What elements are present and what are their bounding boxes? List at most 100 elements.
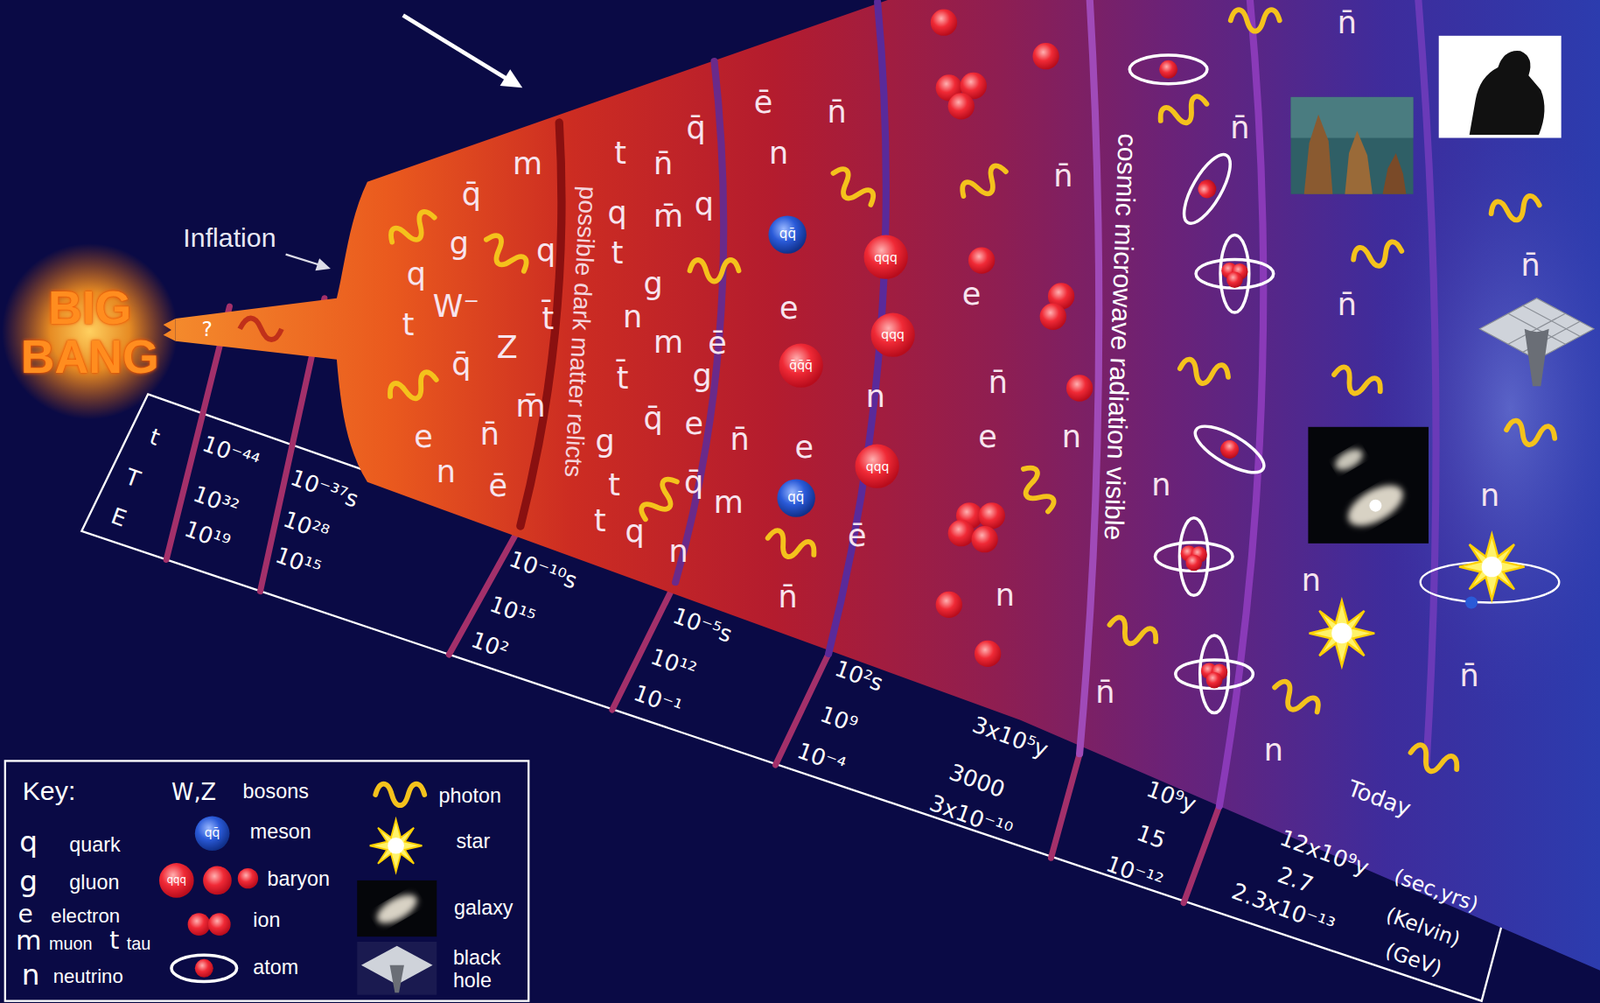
legend-label: galaxy <box>454 896 513 920</box>
photon <box>1269 677 1323 721</box>
planet <box>1465 596 1478 609</box>
particle-symbol: e <box>962 277 982 312</box>
particle-symbol: n <box>768 136 789 171</box>
legend-label: ion <box>252 908 280 932</box>
particle-symbol: t <box>614 136 627 171</box>
photon <box>1330 364 1384 402</box>
particle-symbol: e <box>684 406 704 441</box>
blue-glow <box>1367 102 1600 715</box>
nucleus <box>948 519 975 546</box>
sample-text: qq̄ <box>204 825 221 839</box>
thinker-silhouette <box>1469 50 1545 135</box>
meson-ball-circle <box>776 479 815 518</box>
atom-sample <box>195 958 214 978</box>
key-symbol: g <box>19 866 38 898</box>
particle-symbol: m̄ <box>653 199 684 234</box>
particle-symbol: e <box>978 419 998 455</box>
particle-symbol: ē <box>754 84 774 119</box>
particle-symbol: q <box>694 187 714 222</box>
particle-symbol: t <box>402 307 415 343</box>
era-arc <box>1418 0 1436 761</box>
star <box>1459 533 1525 600</box>
photon <box>957 161 1012 205</box>
galaxy-disc <box>1341 476 1410 534</box>
sample-text: qqq <box>167 873 187 886</box>
atom <box>1129 55 1208 84</box>
particle-symbol: t̄ <box>542 301 555 336</box>
photon <box>1351 240 1404 271</box>
tick-line <box>1183 805 1220 903</box>
legend-label: star <box>455 830 490 853</box>
particle-symbol: n̄ <box>1460 658 1480 693</box>
atoms <box>1129 55 1273 713</box>
galaxy-core <box>1369 499 1382 512</box>
key-symbol: e <box>18 901 34 929</box>
baryon-sample <box>202 866 232 895</box>
question-mark: ? <box>202 317 213 341</box>
particle-symbol: n̄ <box>1337 286 1357 322</box>
pillar <box>1383 153 1407 195</box>
node-text: qq̄ <box>779 227 797 242</box>
particle-symbol: n̄ <box>777 579 797 615</box>
arrow-head <box>314 258 330 271</box>
particle-symbol: n̄ <box>1229 111 1250 146</box>
tick-line <box>1050 753 1080 858</box>
particle-symbol: m <box>713 485 744 520</box>
meson-sample <box>195 815 231 851</box>
particle-symbol: q̄ <box>684 464 704 499</box>
galaxy-disc <box>1331 444 1367 475</box>
photon <box>1105 614 1160 651</box>
particle-symbol: q <box>406 256 427 291</box>
atom <box>1188 417 1271 482</box>
particle-symbol: n <box>1264 733 1284 768</box>
picture-frame <box>1291 97 1414 195</box>
big-bang-glow-circle <box>1 243 178 420</box>
nucleus <box>936 591 963 618</box>
ion-sample <box>208 912 231 936</box>
legend-label: atom <box>252 956 299 979</box>
particle-symbol: t <box>593 503 607 538</box>
baryon-ball: qqq <box>870 312 916 357</box>
arrow-line <box>403 15 509 81</box>
key-box <box>5 760 529 1000</box>
baryon-ball-circle <box>863 235 908 280</box>
particle-symbol: q <box>536 233 556 268</box>
particle-symbol: t <box>607 468 621 503</box>
node-text: BIG BANG <box>10 282 169 382</box>
universe-cone <box>175 0 1600 971</box>
particle-symbol: n̄ <box>653 146 673 181</box>
particle-symbol: n <box>669 534 689 569</box>
particle-symbol: e <box>794 430 814 465</box>
node-text: qq̄ <box>787 490 804 505</box>
black-hole-picture <box>1479 298 1594 386</box>
photon-sample <box>375 783 425 806</box>
nuclei <box>930 9 1093 668</box>
particle-symbol: ē <box>707 326 727 361</box>
particle-symbol: W⁻ <box>433 289 480 324</box>
photon <box>1406 741 1461 779</box>
inflation-label: Inflation <box>182 223 276 252</box>
stars <box>1309 533 1560 666</box>
particle-symbol: n <box>995 578 1015 613</box>
nucleus <box>930 9 958 36</box>
particle-symbol: ē <box>488 468 508 504</box>
legend-label: meson <box>250 820 312 844</box>
atom <box>1175 147 1240 230</box>
picture-frame <box>1307 426 1429 544</box>
ion-sample <box>188 912 211 936</box>
nucleus <box>974 640 1001 667</box>
photon <box>764 527 818 565</box>
particle-symbol: q̄ <box>685 111 706 146</box>
nucleus <box>971 525 998 552</box>
legend-label: gluon <box>69 871 119 895</box>
star-sample <box>370 818 423 872</box>
particle-symbol: q <box>607 195 628 230</box>
nucleus <box>978 502 1006 529</box>
particle-symbol: g <box>449 225 469 260</box>
legend-label: black hole <box>453 946 517 992</box>
baryon-ball: qqq <box>863 234 909 280</box>
thinker-picture <box>1439 35 1562 139</box>
photons <box>375 9 1557 805</box>
antibaryon-ball-circle <box>779 342 824 387</box>
particle-symbol: n̄ <box>1521 248 1541 283</box>
